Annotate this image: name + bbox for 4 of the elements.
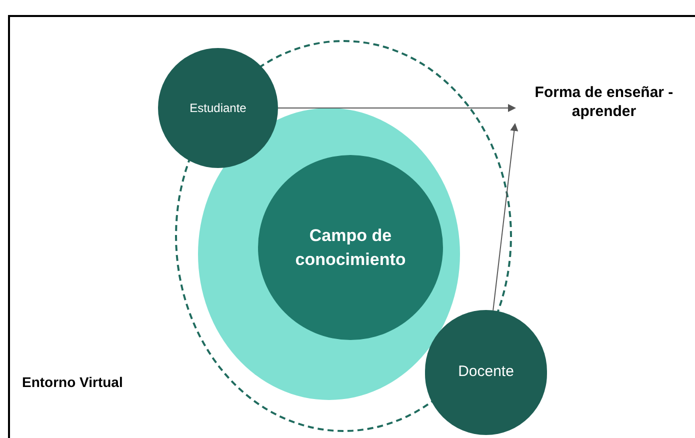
area-label: Entorno Virtual [22, 373, 123, 392]
node-label: Forma de enseñar - aprender [515, 82, 693, 124]
arrow [492, 123, 518, 311]
arrow [278, 104, 516, 112]
